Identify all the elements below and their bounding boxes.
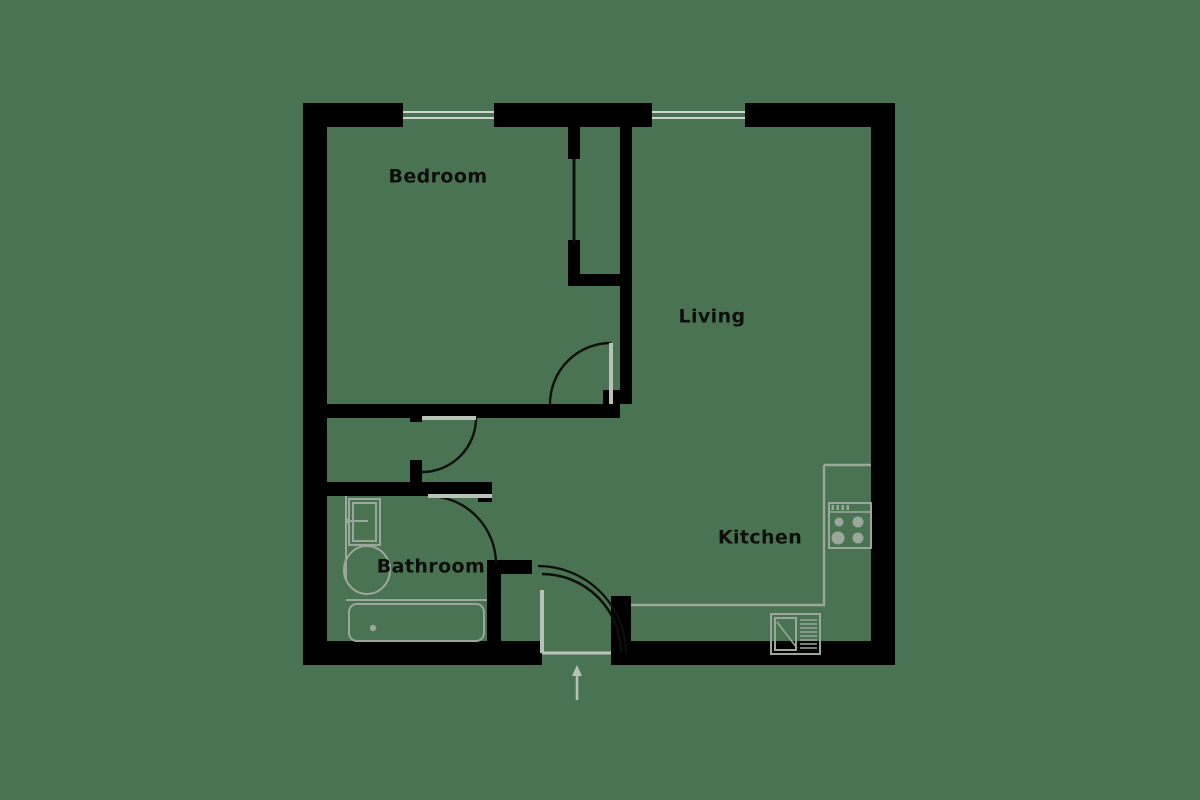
stove-burner-back-right: [852, 516, 864, 528]
bathroom-fixtures: [343, 496, 487, 642]
entry-arrow: [572, 665, 582, 700]
wall-hall-door-jamb-top: [410, 404, 422, 422]
window-bedroom-opening: [403, 103, 494, 127]
wall-top-middle: [494, 103, 652, 127]
entry-arrow-head: [572, 665, 582, 676]
wall-left: [303, 103, 327, 665]
stove-burner-front-right: [852, 532, 864, 544]
wall-hall-top-left: [327, 404, 410, 418]
kitchen-counter: [631, 465, 826, 607]
kitchen-sink-outline: [770, 613, 821, 655]
room-label-living: Living: [678, 306, 745, 328]
stove-knob-2: [836, 505, 839, 510]
wall-bedroom-living: [620, 286, 632, 404]
kitchen-sink-basin-diagonal: [776, 621, 798, 649]
kitchen-stove: [828, 502, 872, 549]
wall-kitchen-left-stub: [611, 596, 631, 610]
toilet-bowl: [343, 545, 391, 595]
wall-hall-door-jamb-bottom: [410, 460, 422, 482]
wall-closet-right: [620, 127, 632, 274]
wall-bottom-jamb-left: [510, 641, 542, 665]
wall-bottom-right: [611, 641, 895, 665]
stove-knob-4: [846, 505, 849, 510]
wall-bathroom-door-jamb: [478, 482, 492, 502]
stove-burner-back-left: [834, 517, 844, 527]
room-label-kitchen: Kitchen: [718, 527, 802, 549]
wall-closet-left-bottom: [568, 240, 580, 274]
wall-bathroom-right: [487, 560, 501, 641]
window-living-opening: [652, 103, 745, 127]
bathtub-outline: [348, 603, 485, 642]
toilet: [343, 545, 391, 595]
stove-control-panel: [828, 502, 872, 513]
wall-right: [871, 103, 895, 665]
wall-bottom-left: [303, 641, 518, 665]
room-label-bathroom: Bathroom: [377, 556, 485, 578]
door-hall-swing-arc: [421, 417, 478, 474]
door-bedroom-swing-arc: [548, 341, 612, 405]
bathtub-drain: [369, 624, 377, 632]
wall-top-right: [745, 103, 895, 127]
exterior-walls: [303, 103, 895, 665]
interior-walls: [327, 127, 632, 641]
wall-closet-bottom: [568, 274, 632, 286]
bathroom-sink: [345, 498, 381, 546]
window-bedroom: [403, 103, 494, 127]
window-living: [652, 103, 745, 127]
wall-vestibule-top-left: [487, 560, 532, 574]
wall-closet-left-top: [568, 127, 580, 159]
door-entry-swing-arc: [541, 572, 623, 654]
door-hall[interactable]: [421, 416, 478, 474]
stove-knob-1: [831, 505, 834, 510]
bathtub: [346, 599, 487, 642]
door-entry[interactable]: [537, 564, 628, 655]
windows: [403, 103, 745, 127]
kitchen-sink-drainboard: [800, 619, 817, 649]
door-entry-swing-arc-outer: [537, 564, 628, 655]
door-bathroom[interactable]: [427, 494, 498, 565]
stove-burner-front-left: [831, 531, 845, 545]
kitchen-fixtures: [631, 463, 872, 655]
door-bedroom[interactable]: [548, 341, 613, 405]
wall-bathroom-top: [327, 482, 487, 496]
stove-knob-3: [841, 505, 844, 510]
wall-hall-top-right: [422, 404, 620, 418]
bathroom-sink-faucet-base: [345, 518, 351, 524]
kitchen-sink-basin: [774, 617, 797, 651]
room-label-bedroom: Bedroom: [388, 166, 487, 188]
kitchen-sink: [770, 613, 821, 655]
